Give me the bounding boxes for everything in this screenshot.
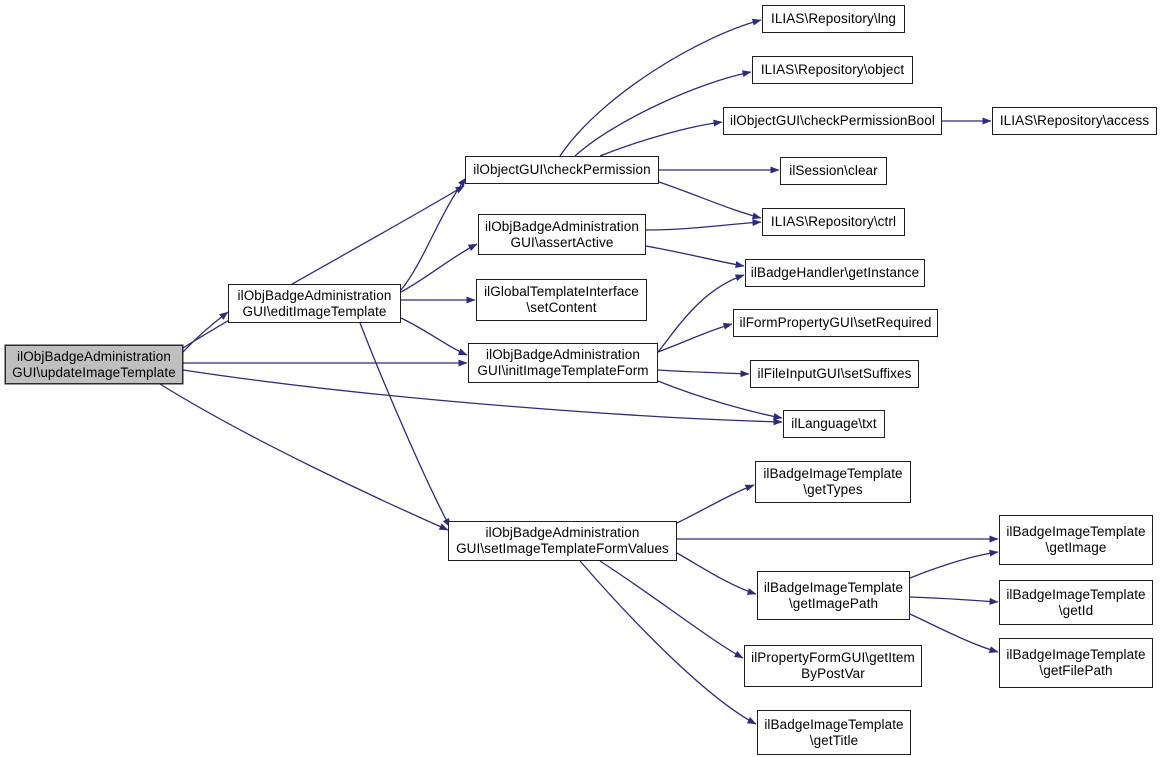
call-edge	[657, 322, 733, 353]
graph-node-updateImageTemplate[interactable]: ilObjBadgeAdministration GUI\updateImage…	[5, 345, 183, 384]
call-edge	[182, 185, 465, 349]
edges	[159, 18, 999, 725]
call-edge	[159, 383, 449, 531]
call-edge	[400, 177, 467, 291]
graph-node-setImageTemplateFormValues[interactable]: ilObjBadgeAdministration GUI\setImageTem…	[448, 521, 677, 561]
graph-node-sessionClear[interactable]: ilSession\clear	[780, 157, 887, 185]
call-edge	[657, 369, 750, 378]
graph-node-getImage[interactable]: ilBadgeImageTemplate \getImage	[999, 515, 1153, 565]
graph-node-setRequired[interactable]: ilFormPropertyGUI\setRequired	[733, 309, 938, 337]
graph-node-setContent[interactable]: ilGlobalTemplateInterface \setContent	[476, 279, 647, 321]
call-edge	[182, 311, 229, 353]
call-edge	[657, 380, 783, 420]
graph-node-getInstance[interactable]: ilBadgeHandler\getInstance	[745, 259, 925, 287]
call-edge	[658, 181, 762, 220]
graph-node-access[interactable]: ILIAS\Repository\access	[992, 107, 1157, 135]
graph-node-getImagePath[interactable]: ilBadgeImageTemplate \getImagePath	[757, 571, 910, 620]
graph-node-getItemByPostVar[interactable]: ilPropertyFormGUI\getItem ByPostVar	[744, 645, 922, 687]
graph-node-ctrl[interactable]: ILIAS\Repository\ctrl	[762, 208, 905, 236]
graph-node-assertActive[interactable]: ilObjBadgeAdministration GUI\assertActiv…	[478, 214, 646, 255]
graph-node-object[interactable]: ILIAS\Repository\object	[752, 56, 913, 84]
call-edge	[182, 369, 783, 426]
call-edge	[657, 274, 745, 353]
graph-node-checkPermission[interactable]: ilObjectGUI\checkPermission	[465, 156, 659, 184]
call-edge	[909, 613, 999, 654]
call-edge	[645, 219, 762, 231]
call-edge	[579, 560, 757, 725]
call-edge	[676, 552, 757, 595]
call-edge	[909, 549, 999, 579]
graph-node-lng[interactable]: ILIAS\Repository\lng	[762, 5, 905, 33]
call-edge	[359, 322, 451, 528]
call-edge	[599, 560, 744, 659]
call-edge	[400, 317, 468, 356]
call-edge	[559, 18, 762, 157]
graph-node-checkPermissionBool[interactable]: ilObjectGUI\checkPermissionBool	[723, 107, 942, 135]
call-edge	[676, 484, 755, 524]
call-edge	[574, 70, 752, 157]
call-edge	[599, 119, 723, 157]
call-edge	[645, 245, 745, 269]
graph-node-txt[interactable]: ilLanguage\txt	[783, 410, 885, 438]
graph-node-editImageTemplate[interactable]: ilObjBadgeAdministration GUI\editImageTe…	[228, 284, 401, 323]
graph-node-getId[interactable]: ilBadgeImageTemplate \getId	[999, 580, 1153, 625]
graph-node-initImageTemplateForm[interactable]: ilObjBadgeAdministration GUI\initImageTe…	[468, 343, 658, 383]
graph-node-getFilePath[interactable]: ilBadgeImageTemplate \getFilePath	[999, 638, 1153, 688]
graph-node-getTypes[interactable]: ilBadgeImageTemplate \getTypes	[755, 461, 911, 503]
call-edge	[909, 596, 999, 605]
graph-node-setSuffixes[interactable]: ilFileInputGUI\setSuffixes	[750, 360, 919, 388]
call-edge	[400, 243, 478, 293]
graph-node-getTitle[interactable]: ilBadgeImageTemplate \getTitle	[757, 710, 911, 755]
